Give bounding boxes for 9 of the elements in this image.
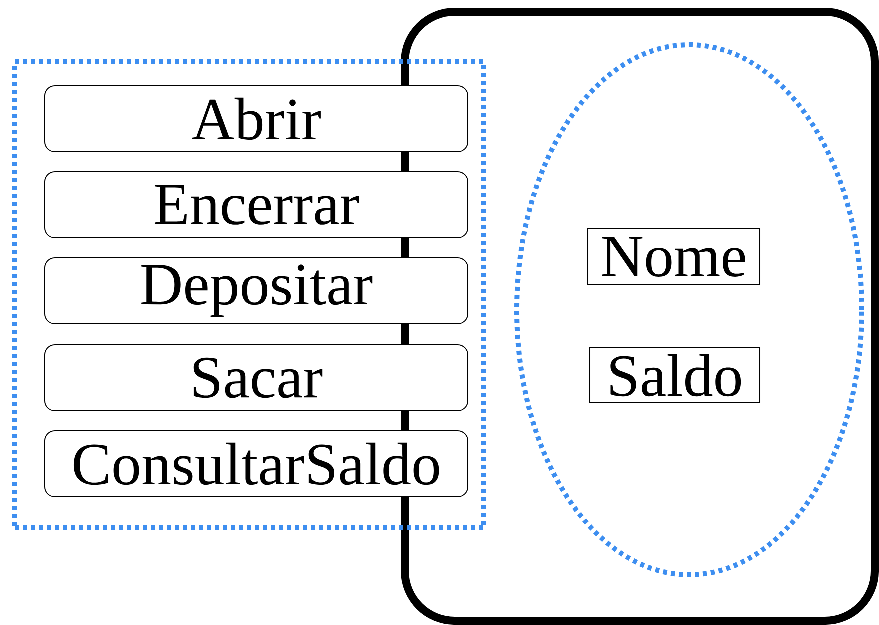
method-box: Encerrar xyxy=(44,172,468,238)
dotted-outline xyxy=(514,42,864,578)
dotted-outline xyxy=(12,60,486,530)
attribute-box: Saldo xyxy=(590,348,760,404)
method-box: ConsultarSaldo xyxy=(44,430,468,498)
attribute-box: Nome xyxy=(588,228,760,286)
method-box: Abrir xyxy=(44,86,468,152)
method-box: Sacar xyxy=(44,344,468,412)
method-box: Depositar xyxy=(44,258,468,324)
